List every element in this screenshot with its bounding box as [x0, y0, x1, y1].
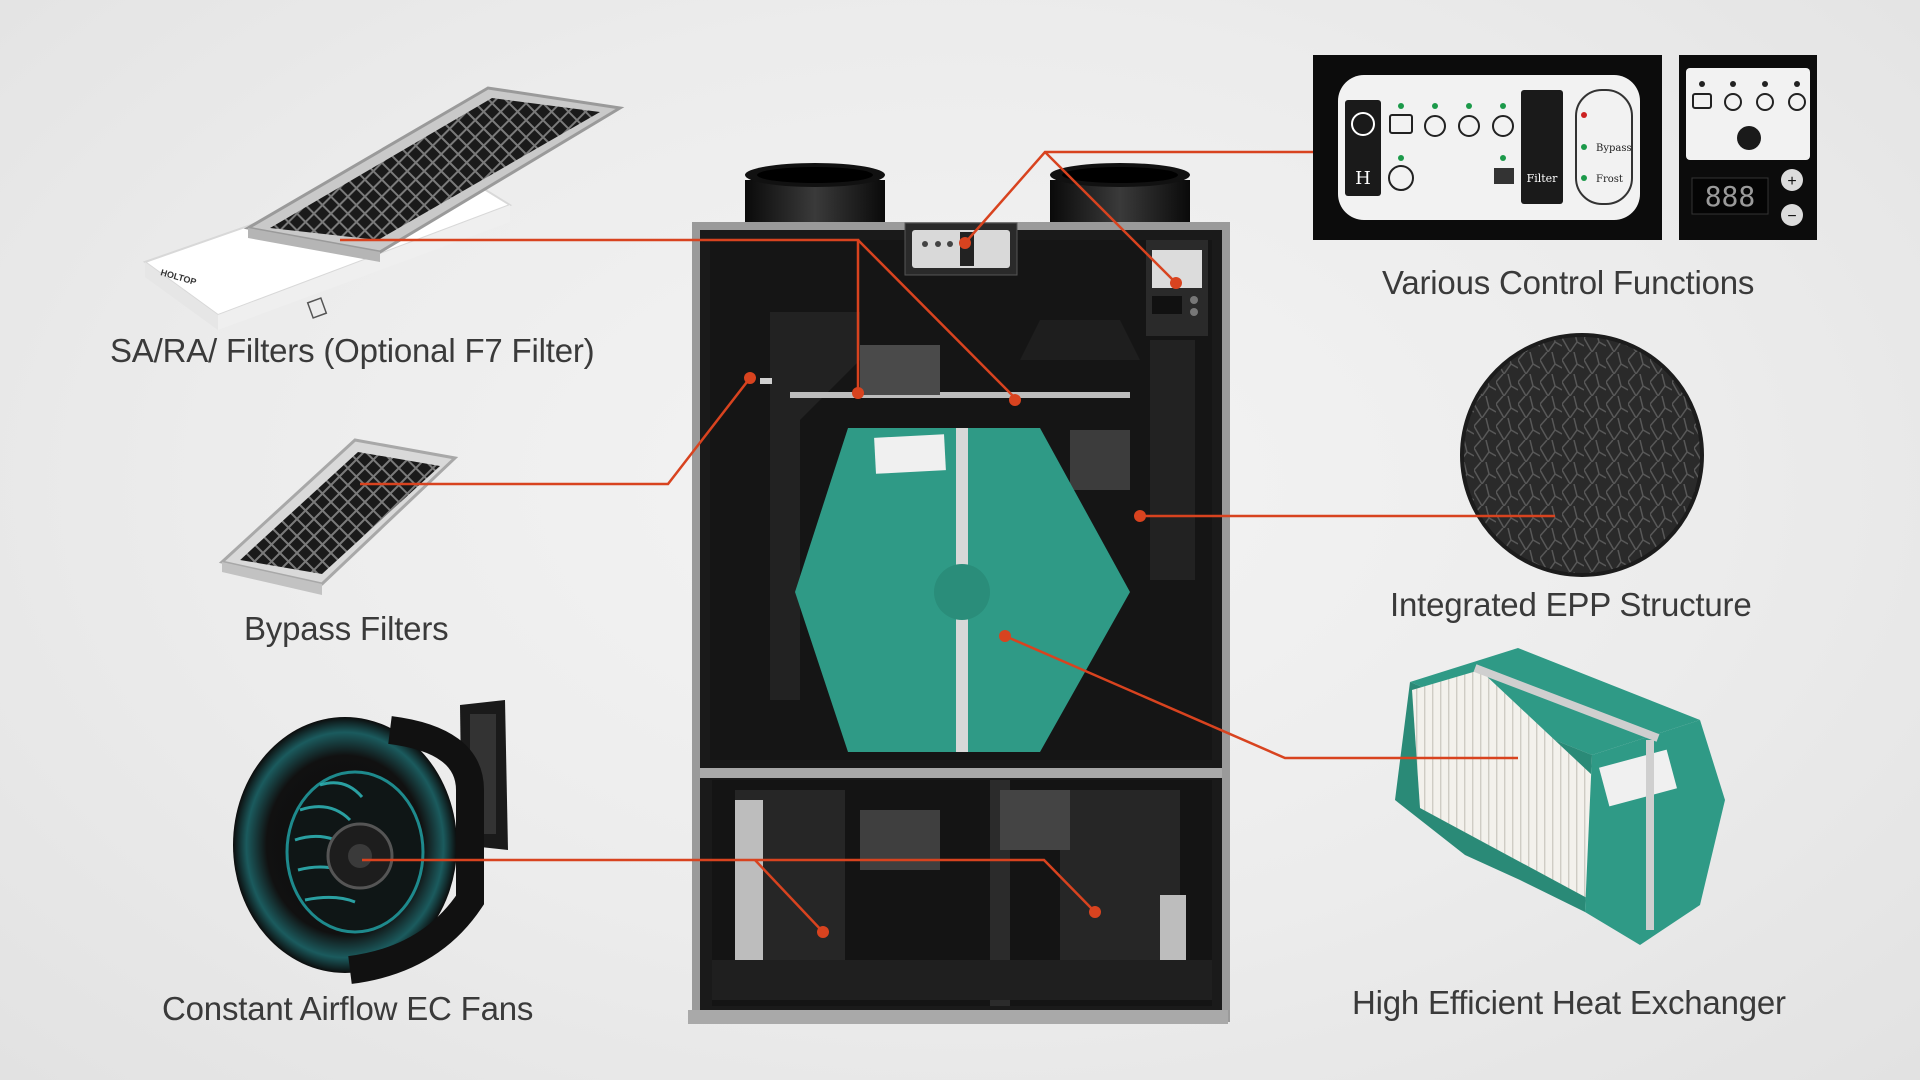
segment-display: 888	[1705, 180, 1756, 213]
epp-structure-sample	[1460, 333, 1704, 577]
filter-key-label: Filter	[1527, 172, 1559, 185]
frost-indicator-label: Frost	[1596, 174, 1623, 185]
leader-fans-a	[754, 859, 824, 933]
leader-fans-b	[362, 858, 1096, 913]
label-filters: SA/RA/ Filters (Optional F7 Filter)	[110, 332, 595, 369]
bypass-indicator-label: Bypass	[1596, 143, 1632, 154]
control-panel-small: 888 + −	[1679, 55, 1817, 240]
svg-text:+: +	[1787, 173, 1796, 190]
leader-bypass	[360, 377, 751, 486]
ventilation-unit	[688, 163, 1230, 1024]
label-epp-structure: Integrated EPP Structure	[1390, 586, 1752, 623]
label-ec-fans: Constant Airflow EC Fans	[162, 990, 534, 1027]
leader-dots	[744, 237, 1182, 938]
ec-fan-illustration	[233, 700, 508, 984]
leader-controls-side	[1044, 151, 1177, 284]
leader-exchanger	[1004, 634, 1518, 760]
label-heat-exchanger: High Efficient Heat Exchanger	[1352, 984, 1786, 1021]
bypass-filter-illustration	[218, 438, 459, 595]
label-bypass-filters: Bypass Filters	[244, 610, 449, 647]
top-duct-right	[1050, 163, 1190, 228]
leader-filters-b	[857, 239, 1016, 399]
h-key-label: H	[1355, 168, 1371, 189]
label-control-functions: Various Control Functions	[1382, 264, 1755, 301]
svg-text:−: −	[1787, 208, 1796, 225]
heat-exchanger-cube	[1395, 648, 1725, 945]
front-control-module	[904, 222, 1018, 276]
leader-lines	[340, 150, 1555, 933]
control-panel-large: H Filter Bypass Frost	[1313, 55, 1662, 240]
filter-stack-illustration: HOLTOP	[142, 86, 625, 330]
top-duct-left	[745, 163, 885, 228]
